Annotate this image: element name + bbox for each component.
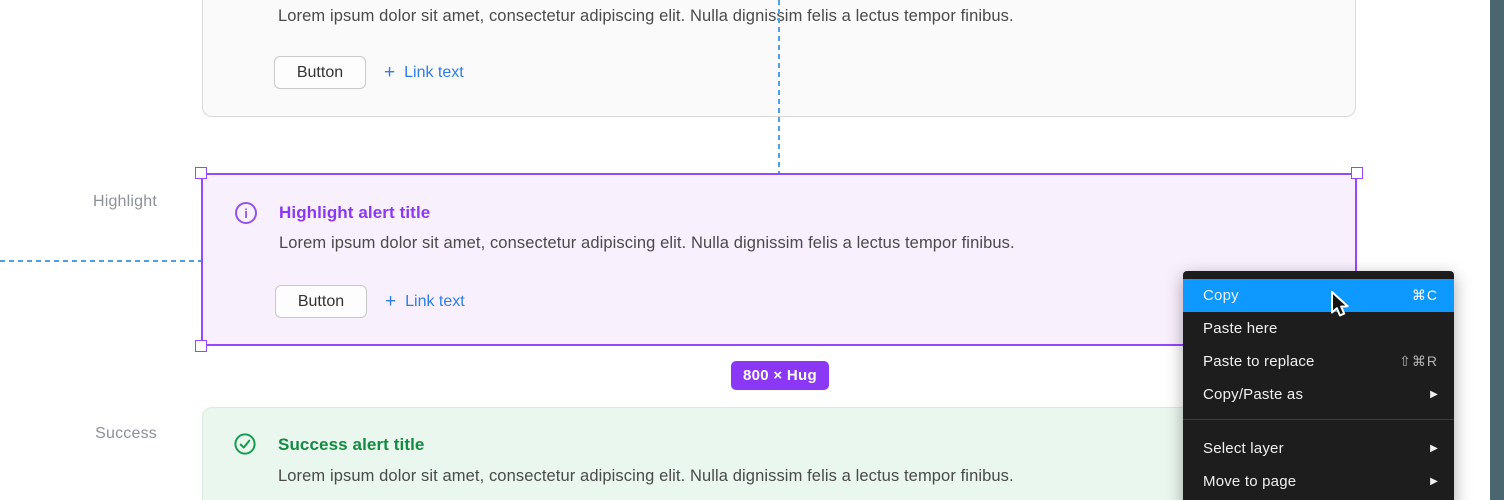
menu-item-copy[interactable]: Copy ⌘C: [1183, 279, 1454, 312]
alert-button[interactable]: Button: [274, 56, 366, 89]
menu-item-label: Paste here: [1203, 320, 1278, 337]
alert-link-label: Link text: [405, 292, 465, 310]
plus-icon: +: [385, 290, 397, 312]
alert-body-text: Lorem ipsum dolor sit amet, consectetur …: [278, 7, 1014, 25]
menu-item-paste-here[interactable]: Paste here: [1183, 312, 1454, 345]
selection-handle-top-left[interactable]: [195, 167, 207, 179]
alert-button[interactable]: Button: [275, 285, 367, 318]
selection-size-badge: 800 × Hug: [731, 361, 829, 390]
menu-item-label: Move to page: [1203, 473, 1297, 490]
vertical-guide-line: [778, 0, 780, 174]
selection-handle-top-right[interactable]: [1351, 167, 1363, 179]
check-circle-icon: [234, 433, 256, 455]
menu-item-select-layer[interactable]: Select layer ▶: [1183, 432, 1454, 465]
menu-divider: [1183, 419, 1454, 420]
selection-handle-bottom-left[interactable]: [195, 340, 207, 352]
menu-item-paste-to-replace[interactable]: Paste to replace ⇧⌘R: [1183, 345, 1454, 378]
alert-body-text: Lorem ipsum dolor sit amet, consectetur …: [279, 234, 1015, 252]
highlight-alert-card[interactable]: i Highlight alert title Lorem ipsum dolo…: [204, 176, 1356, 345]
submenu-arrow-icon: ▶: [1430, 476, 1438, 487]
context-menu: Copy ⌘C Paste here Paste to replace ⇧⌘R …: [1183, 271, 1454, 500]
section-label-success[interactable]: Success: [95, 425, 157, 442]
submenu-arrow-icon: ▶: [1430, 389, 1438, 400]
success-alert-card[interactable]: Success alert title Lorem ipsum dolor si…: [202, 407, 1356, 500]
info-icon: i: [235, 202, 257, 224]
mouse-cursor-icon: [1330, 291, 1356, 326]
alert-body-text: Lorem ipsum dolor sit amet, consectetur …: [278, 467, 1014, 485]
success-alert-title: Success alert title: [278, 435, 425, 454]
alert-actions: Button + Link text: [274, 56, 464, 89]
alert-link[interactable]: + Link text: [385, 291, 465, 313]
horizontal-guide-line: [0, 260, 201, 262]
plus-icon: +: [384, 61, 396, 83]
menu-item-copy-paste-as[interactable]: Copy/Paste as ▶: [1183, 378, 1454, 411]
submenu-arrow-icon: ▶: [1430, 443, 1438, 454]
menu-item-shortcut: ⌘C: [1411, 287, 1438, 303]
menu-item-label: Copy: [1203, 287, 1239, 304]
menu-item-label: Copy/Paste as: [1203, 386, 1304, 403]
alert-actions: Button + Link text: [275, 285, 465, 318]
highlight-alert-title: Highlight alert title: [279, 203, 431, 222]
menu-item-label: Paste to replace: [1203, 353, 1315, 370]
alert-link[interactable]: + Link text: [384, 62, 464, 84]
menu-item-label: Select layer: [1203, 440, 1284, 457]
right-panel-edge: [1490, 0, 1504, 500]
alert-link-label: Link text: [404, 63, 464, 81]
section-label-highlight[interactable]: Highlight: [92, 193, 157, 210]
menu-item-shortcut: ⇧⌘R: [1399, 353, 1438, 369]
menu-item-move-to-page[interactable]: Move to page ▶: [1183, 465, 1454, 498]
